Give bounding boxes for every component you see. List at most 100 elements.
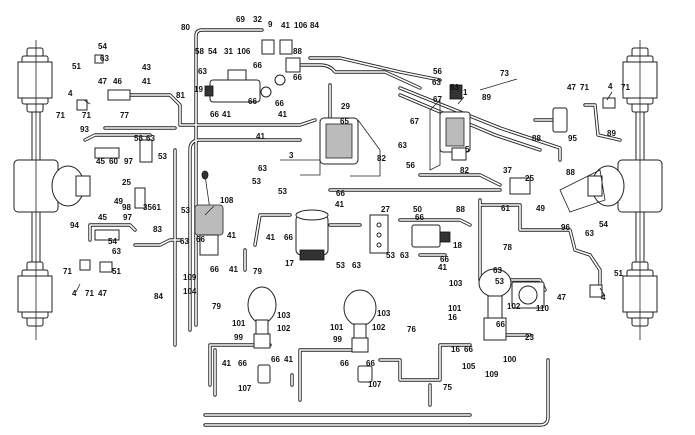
label-109: 109 <box>485 370 499 379</box>
label-45: 45 <box>98 213 107 222</box>
label-4: 4 <box>601 293 606 302</box>
label-37: 37 <box>503 166 512 175</box>
label-43: 43 <box>142 63 151 72</box>
label-88: 88 <box>566 168 575 177</box>
label-51: 51 <box>614 269 623 278</box>
label-54: 54 <box>108 237 117 246</box>
label-66: 66 <box>340 359 349 368</box>
label-25: 25 <box>122 178 131 187</box>
label-41: 41 <box>142 77 151 86</box>
label-53: 53 <box>495 277 504 286</box>
label-63: 63 <box>493 266 502 275</box>
label-84: 84 <box>310 21 319 30</box>
label-49: 49 <box>536 204 545 213</box>
label-53: 53 <box>386 251 395 260</box>
label-66: 66 <box>248 97 257 106</box>
label-53: 53 <box>158 152 167 161</box>
label-71: 71 <box>82 111 91 120</box>
label-66: 66 <box>275 99 284 108</box>
label-104: 104 <box>183 287 197 296</box>
label-63: 63 <box>180 237 189 246</box>
label-53: 53 <box>252 177 261 186</box>
label-102: 102 <box>277 324 291 333</box>
label-63: 63 <box>112 247 121 256</box>
label-63: 63 <box>432 78 441 87</box>
label-51: 51 <box>72 62 81 71</box>
label-27: 27 <box>381 205 390 214</box>
label-73: 73 <box>500 69 509 78</box>
label-1: 1 <box>463 88 468 97</box>
label-4: 4 <box>608 82 613 91</box>
label-100: 100 <box>503 355 517 364</box>
label-65: 65 <box>340 117 349 126</box>
label-99: 99 <box>333 335 342 344</box>
label-41: 41 <box>229 265 238 274</box>
label-79: 79 <box>212 302 221 311</box>
label-95: 95 <box>568 134 577 143</box>
label-66: 66 <box>238 359 247 368</box>
label-16: 16 <box>451 345 460 354</box>
label-63: 63 <box>400 251 409 260</box>
label-66: 66 <box>336 189 345 198</box>
label-107: 107 <box>368 380 382 389</box>
label-105: 105 <box>462 362 476 371</box>
label-5: 5 <box>465 145 470 154</box>
label-94: 94 <box>70 221 79 230</box>
components <box>76 39 616 384</box>
label-56: 56 <box>433 67 442 76</box>
label-93: 93 <box>80 125 89 134</box>
label-49: 49 <box>114 197 123 206</box>
label-103: 103 <box>377 309 391 318</box>
label-17: 17 <box>285 259 294 268</box>
label-41: 41 <box>256 132 265 141</box>
label-54: 54 <box>208 47 217 56</box>
label-97: 97 <box>123 213 132 222</box>
label-66: 66 <box>440 255 449 264</box>
label-41: 41 <box>281 21 290 30</box>
label-63: 63 <box>352 261 361 270</box>
label-51: 51 <box>112 267 121 276</box>
label-71: 71 <box>621 83 630 92</box>
label-67: 67 <box>410 117 419 126</box>
label-4: 4 <box>68 89 73 98</box>
label-18: 18 <box>453 241 462 250</box>
label-41: 41 <box>335 200 344 209</box>
label-19: 19 <box>194 85 203 94</box>
label-32: 32 <box>253 15 262 24</box>
label-35: 35 <box>143 203 152 212</box>
label-88: 88 <box>293 47 302 56</box>
label-71: 71 <box>580 83 589 92</box>
label-53: 53 <box>181 206 190 215</box>
label-101: 101 <box>232 319 246 328</box>
label-53: 53 <box>278 187 287 196</box>
label-53: 53 <box>336 261 345 270</box>
label-61: 61 <box>152 203 161 212</box>
label-46: 46 <box>113 77 122 86</box>
label-88: 88 <box>456 205 465 214</box>
label-61: 61 <box>501 204 510 213</box>
label-106: 106 <box>237 47 251 56</box>
label-69: 69 <box>236 15 245 24</box>
label-103: 103 <box>449 279 463 288</box>
left-axle <box>13 40 91 340</box>
label-67: 67 <box>433 95 442 104</box>
label-107: 107 <box>238 384 252 393</box>
label-63: 63 <box>100 54 109 63</box>
label-81: 81 <box>176 91 185 100</box>
label-47: 47 <box>557 293 566 302</box>
label-66: 66 <box>415 213 424 222</box>
label-23: 23 <box>525 333 534 342</box>
label-47: 47 <box>98 77 107 86</box>
label-97: 97 <box>124 157 133 166</box>
label-63: 63 <box>398 141 407 150</box>
label-53: 53 <box>450 83 459 92</box>
label-76: 76 <box>407 325 416 334</box>
label-66: 66 <box>210 110 219 119</box>
label-103: 103 <box>277 311 291 320</box>
label-84: 84 <box>154 292 163 301</box>
label-66: 66 <box>253 61 262 70</box>
label-4: 4 <box>72 289 77 298</box>
label-66: 66 <box>464 345 473 354</box>
